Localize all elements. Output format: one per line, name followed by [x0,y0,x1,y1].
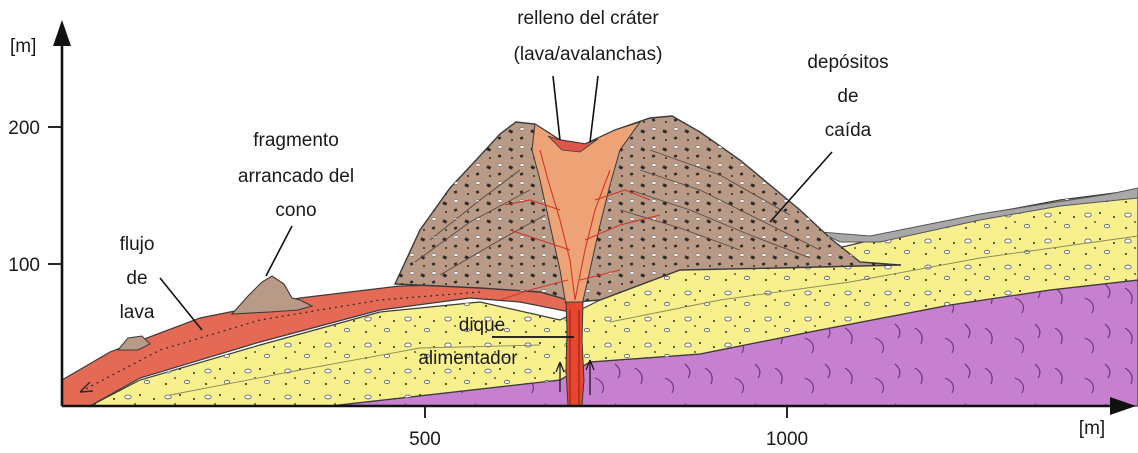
cone-fragment-block [232,276,312,314]
leader-crater-fill-right [590,76,598,142]
label-crater-fill-line2: (lava/avalanchas) [514,44,663,65]
x-tick-label-1000: 1000 [766,429,808,450]
x-tick-label-500: 500 [409,429,441,450]
y-tick-200: 200 [8,118,62,139]
y-axis [53,20,71,406]
label-lava-flow-line3: lava [120,302,155,323]
label-feeder-dike-line2: alimentador [418,348,518,369]
label-crater-fill-line1: relleno del cráter [517,8,659,29]
label-fall-deposits: depósitos de caída [770,52,889,222]
label-cone-fragment: fragmento arrancado del cono [238,130,354,276]
y-axis-arrowhead [53,20,71,46]
y-tick-100: 100 [8,255,62,276]
leader-crater-fill-left [553,76,560,140]
label-lava-flow-line1: flujo [120,234,155,255]
label-fall-deposits-line2: de [837,86,858,107]
leader-lava-flow [160,278,202,330]
x-tick-1000: 1000 [766,406,808,450]
y-tick-label-100: 100 [8,255,40,276]
label-cone-fragment-line1: fragmento [253,130,339,151]
y-tick-label-200: 200 [8,118,40,139]
label-feeder-dike-line1: dique [459,315,506,336]
label-lava-flow: flujo de lava [120,234,202,330]
x-tick-500: 500 [409,406,441,450]
label-cone-fragment-line3: cono [275,200,316,221]
label-cone-fragment-line2: arrancado del [238,166,354,187]
label-fall-deposits-line3: caída [825,120,872,141]
x-axis-unit: [m] [1079,418,1105,439]
label-lava-flow-line2: de [126,268,147,289]
feeder-dike [566,302,584,406]
y-axis-unit: [m] [10,36,36,57]
leader-cone-fragment [266,226,292,276]
label-fall-deposits-line1: depósitos [807,52,888,73]
